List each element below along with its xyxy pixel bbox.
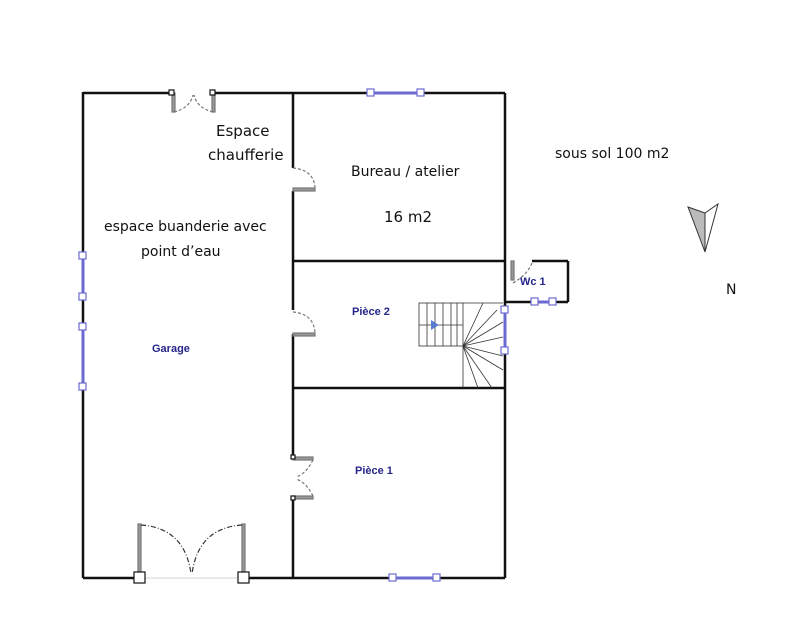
buanderie-label-1: espace buanderie avec xyxy=(104,219,267,235)
room-label-piece1: Pièce 1 xyxy=(355,465,393,477)
bureau-label: Bureau / atelier xyxy=(351,164,460,180)
room-label-wc: Wc 1 xyxy=(520,276,546,288)
room-label-piece2: Pièce 2 xyxy=(352,306,390,318)
chaufferie-label-1: Espace xyxy=(216,122,270,140)
plan-title: sous sol 100 m2 xyxy=(555,146,670,162)
room-label-garage: Garage xyxy=(152,343,190,355)
buanderie-label-2: point d’eau xyxy=(141,244,221,260)
windows xyxy=(78,88,557,582)
walls xyxy=(81,91,570,580)
door-posts xyxy=(133,89,296,584)
staircase-icon xyxy=(418,302,504,389)
north-label: N xyxy=(726,282,737,298)
north-arrow-icon xyxy=(687,202,719,253)
bureau-area-label: 16 m2 xyxy=(384,208,433,226)
chaufferie-label-2: chaufferie xyxy=(208,146,284,164)
